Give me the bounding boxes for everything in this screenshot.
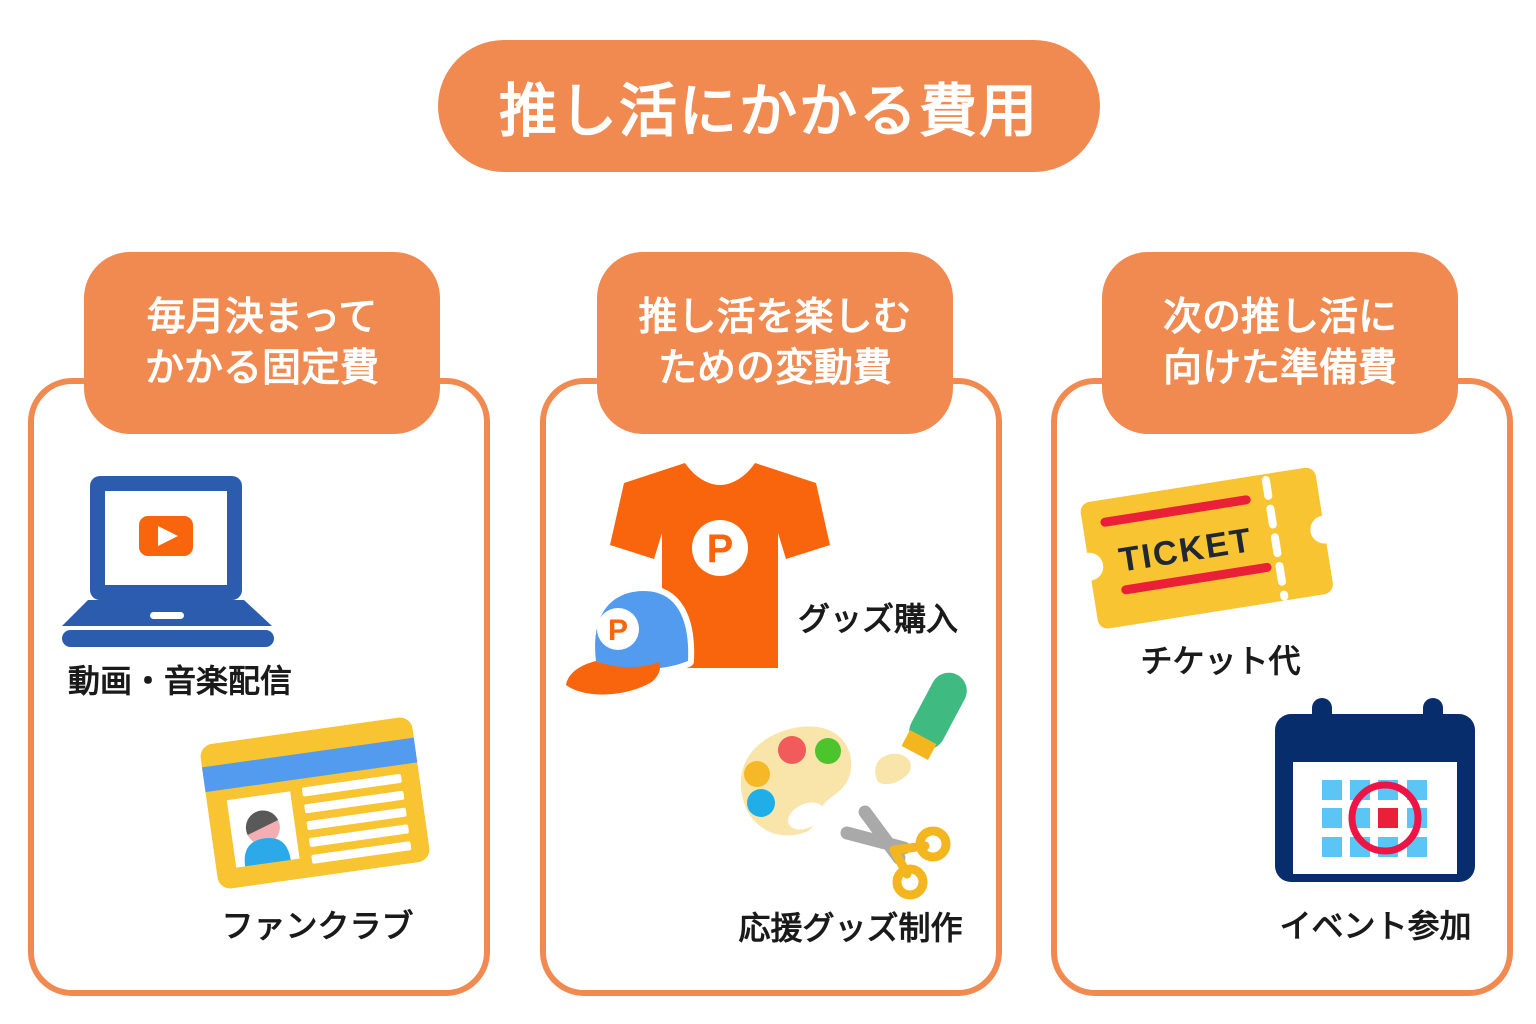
label-goods-purchase: グッズ購入	[798, 601, 959, 637]
fanclub-card-icon	[200, 717, 430, 889]
marked-day	[1378, 808, 1398, 828]
label-event-participation: イベント参加	[1279, 908, 1472, 944]
ticket-icon: TICKET	[1075, 467, 1339, 629]
header-line: 向けた準備費	[1162, 347, 1397, 390]
cap-monogram: P	[608, 614, 628, 647]
scissors-icon	[840, 805, 951, 900]
calendar-event-icon	[1275, 698, 1475, 882]
label-ticket-fee: チケット代	[1140, 643, 1301, 679]
paint-brush-icon	[875, 672, 967, 785]
header-variable-costs: 推し活を楽しむ ための変動費	[597, 252, 953, 434]
header-line: 推し活を楽しむ	[638, 295, 912, 339]
label-video-music-streaming: 動画・音楽配信	[67, 663, 292, 699]
paint-palette-icon	[740, 726, 852, 836]
header-line: 毎月決まって	[146, 295, 378, 339]
label-support-goods-making: 応援グッズ制作	[738, 910, 963, 946]
goods-tshirt-cap-icon: P P	[560, 463, 830, 701]
event-circle-mark	[1348, 781, 1422, 855]
header-line: ための変動費	[657, 347, 892, 390]
header-fixed-costs: 毎月決まって かかる固定費	[84, 252, 440, 434]
cap-icon: P	[560, 585, 695, 701]
laptop-video-icon	[62, 476, 274, 647]
header-line: かかる固定費	[144, 347, 379, 390]
label-fan-club: ファンクラブ	[221, 908, 414, 944]
member-avatar	[244, 810, 291, 867]
play-button-icon	[139, 516, 193, 556]
header-line: 次の推し活に	[1162, 295, 1397, 339]
craft-tools-icon	[740, 672, 967, 900]
shirt-monogram: P	[707, 527, 734, 571]
header-preparation-costs: 次の推し活に 向けた準備費	[1102, 252, 1458, 434]
page-title: 推し活にかかる費用	[438, 40, 1100, 172]
